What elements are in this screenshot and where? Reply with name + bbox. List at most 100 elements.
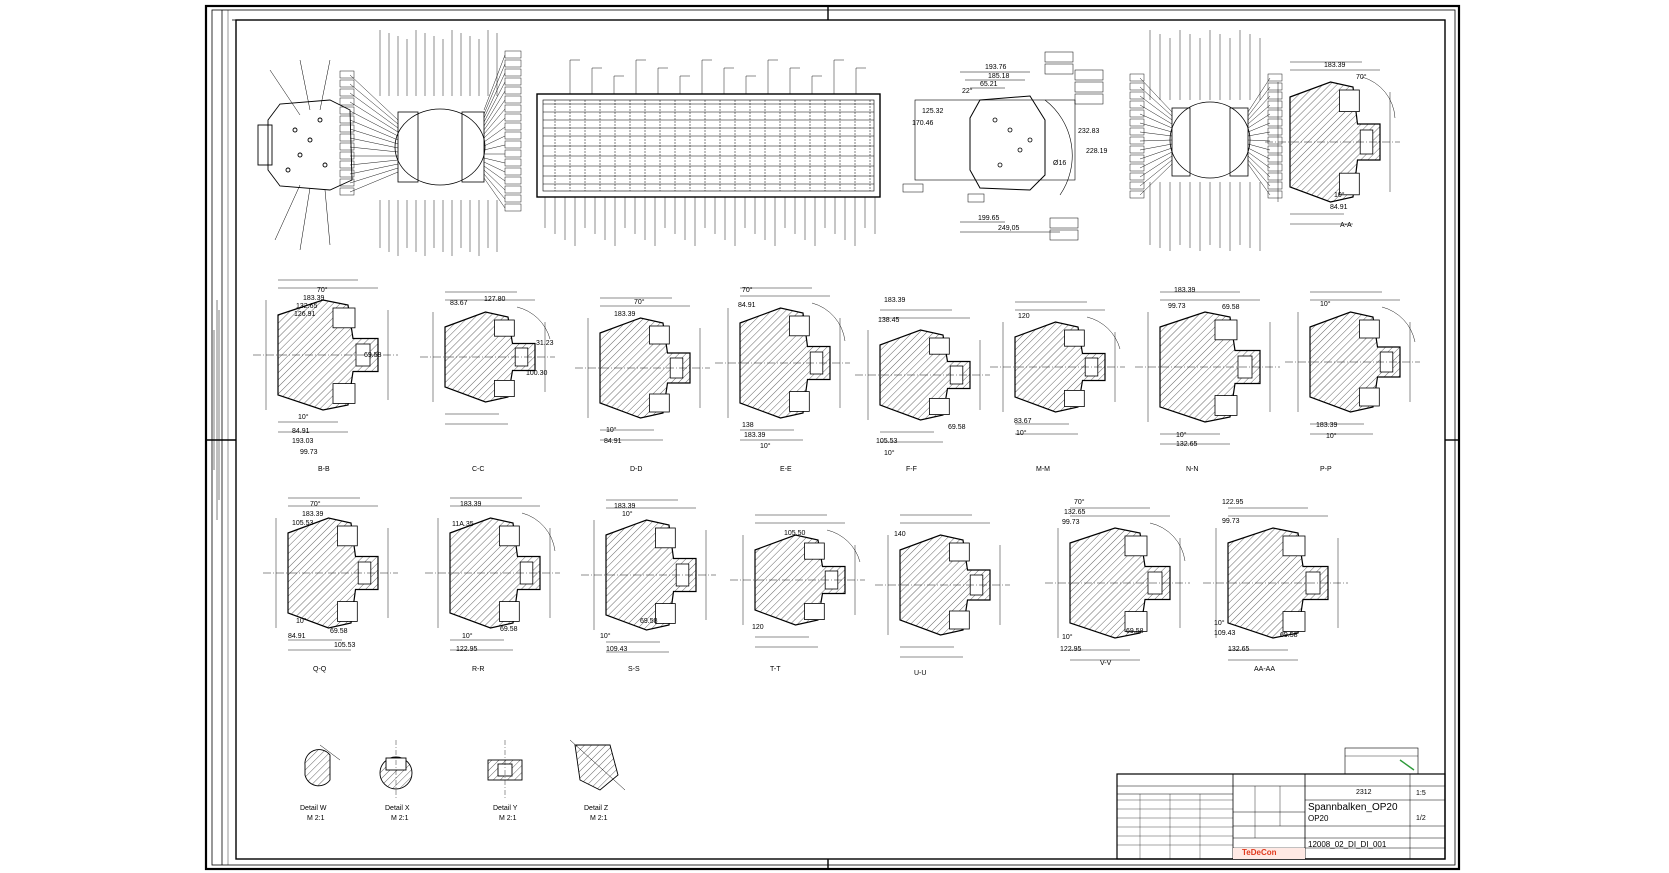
dim-rr-11a-35: 11A.35 xyxy=(452,521,474,528)
dim-ff-69-58: 69.58 xyxy=(948,424,966,431)
dim-ee-84-91: 84.91 xyxy=(738,302,756,309)
dim-cc-127-80: 127.80 xyxy=(484,296,506,303)
dim-rr-69-58: 69.58 xyxy=(500,626,518,633)
dim-ee-138: 138 xyxy=(742,422,754,429)
dim-top-199-65: 199.65 xyxy=(978,215,1000,222)
section-profile xyxy=(730,514,865,648)
detail-label-x: Detail X xyxy=(385,805,410,812)
dim-top-193-76: 193.76 xyxy=(985,64,1007,71)
dim-pp-10deg-top: 10° xyxy=(1320,301,1331,308)
dim-vv-99-73: 99.73 xyxy=(1062,519,1080,526)
dim-ff-138-45: 138.45 xyxy=(878,317,900,324)
dim-qq-10deg: 10° xyxy=(296,618,307,625)
part-name: Spannbalken_OP20 xyxy=(1308,802,1398,813)
dim-pp-183-39: 183.39 xyxy=(1316,422,1338,429)
section-profile xyxy=(1265,61,1400,225)
section-label-a-a: A-A xyxy=(1340,222,1352,229)
dim-top-185-18: 185.18 xyxy=(988,73,1010,80)
dim-nn-183-39: 183.39 xyxy=(1174,287,1196,294)
main-long-view xyxy=(536,59,881,246)
dim-mm-120: 120 xyxy=(1018,313,1030,320)
dim-top-dia-16: Ø16 xyxy=(1053,160,1067,167)
dim-bb-70deg: 70° xyxy=(317,287,328,294)
dim-top-170-46: 170.46 xyxy=(912,120,934,127)
dim-top-232-83: 232.83 xyxy=(1078,128,1100,135)
dim-dd-84-91: 84.91 xyxy=(604,438,622,445)
dim-aa-10deg: 10° xyxy=(1334,192,1345,199)
section-profile xyxy=(1285,291,1420,435)
section-label-b-b: B-B xyxy=(318,466,330,473)
dim-ss-109-43: 109.43 xyxy=(606,646,628,653)
dim-mm-10deg: 10° xyxy=(1016,430,1027,437)
drawing-number: 12008_02_DI_DI_001 xyxy=(1308,840,1387,849)
dim-bb-10deg: 10° xyxy=(298,414,309,421)
section-profile xyxy=(875,514,1010,658)
dim-ss-183-39: 183.39 xyxy=(614,503,636,510)
detail-scale-y: M 2:1 xyxy=(499,815,517,822)
section-profile xyxy=(1045,507,1190,661)
section-label-p-p: P-P xyxy=(1320,466,1332,473)
section-profile xyxy=(990,301,1125,435)
section-profile xyxy=(420,291,555,425)
dim-mm-83-67: 83.67 xyxy=(1014,418,1032,425)
dim-qq-105-53: 105.53 xyxy=(292,520,314,527)
section-label-t-t: T-T xyxy=(770,666,781,673)
dim-rr-10deg: 10° xyxy=(462,633,473,640)
dim-dd-10deg: 10° xyxy=(606,427,617,434)
dim-ff-10deg: 10° xyxy=(884,450,895,457)
dim-qq-70deg: 70° xyxy=(310,501,321,508)
dim-ff-183-39: 183.39 xyxy=(884,297,906,304)
end-view-ladder xyxy=(339,30,522,256)
section-label-r-r: R-R xyxy=(472,666,485,673)
section-profile xyxy=(1203,507,1348,661)
dim-vv-122-95: 122.95 xyxy=(1060,646,1082,653)
dim-top-249-05: 249,05 xyxy=(998,225,1020,232)
dim-ff-105-53: 105.53 xyxy=(876,438,898,445)
dim-nn-69-58: 69.58 xyxy=(1222,304,1240,311)
dim-aa-183-39: 183.39 xyxy=(1324,62,1346,69)
section-label-aa-aa: AA-AA xyxy=(1254,666,1276,673)
dim-aaaa-132-65: 132.65 xyxy=(1228,646,1250,653)
margin-notes xyxy=(213,300,220,520)
dim-ss-69-58: 69.58 xyxy=(640,618,658,625)
dim-aa-70deg: 70° xyxy=(1356,74,1367,81)
dim-vv-70deg: 70° xyxy=(1074,499,1085,506)
section-label-m-m: M-M xyxy=(1036,466,1050,473)
dim-cc-83-67: 83.67 xyxy=(450,300,468,307)
dim-tt-120: 120 xyxy=(752,624,764,631)
detail-scale-w: M 2:1 xyxy=(307,815,325,822)
dim-bb-84-91: 84.91 xyxy=(292,428,310,435)
section-profile xyxy=(425,497,560,651)
detail-views xyxy=(304,739,626,800)
section-views xyxy=(253,61,1420,661)
dim-tt-105-50: 105.50 xyxy=(784,530,806,537)
dim-bb-69-58: 69.58 xyxy=(364,352,382,359)
dim-top-125-32: 125.32 xyxy=(922,108,944,115)
dim-aaaa-99-73: 99.73 xyxy=(1222,518,1240,525)
section-profile xyxy=(855,309,990,443)
company-logo: TeDeCon xyxy=(1242,848,1277,857)
dim-rr-122-95: 122.95 xyxy=(456,646,478,653)
dim-qq-105-53-bottom: 105.53 xyxy=(334,642,356,649)
dim-ss-10deg-bottom: 10° xyxy=(600,633,611,640)
sheet-frame xyxy=(204,4,1461,871)
dim-cc-100-30: 100.30 xyxy=(526,370,548,377)
dim-bb-132-65: 132.65 xyxy=(296,303,318,310)
section-profile xyxy=(253,279,398,433)
section-profile xyxy=(1135,291,1280,445)
section-profile xyxy=(715,287,850,441)
dim-aaaa-109-43: 109.43 xyxy=(1214,630,1236,637)
dim-aa-84-91: 84.91 xyxy=(1330,204,1348,211)
dim-qq-183-39: 183.39 xyxy=(302,511,324,518)
detail-scale-z: M 2:1 xyxy=(590,815,608,822)
dim-bb-193-03: 193.03 xyxy=(292,438,314,445)
dim-nn-99-73: 99.73 xyxy=(1168,303,1186,310)
section-label-f-f: F-F xyxy=(906,466,917,473)
dim-aaaa-122-95: 122.95 xyxy=(1222,499,1244,506)
dim-ss-10deg-top: 10° xyxy=(622,511,633,518)
dim-qq-84-91: 84.91 xyxy=(288,633,306,640)
section-profile xyxy=(575,297,710,441)
dim-aaaa-10deg: 10° xyxy=(1214,620,1225,627)
dim-aaaa-69-58: 69.58 xyxy=(1280,632,1298,639)
